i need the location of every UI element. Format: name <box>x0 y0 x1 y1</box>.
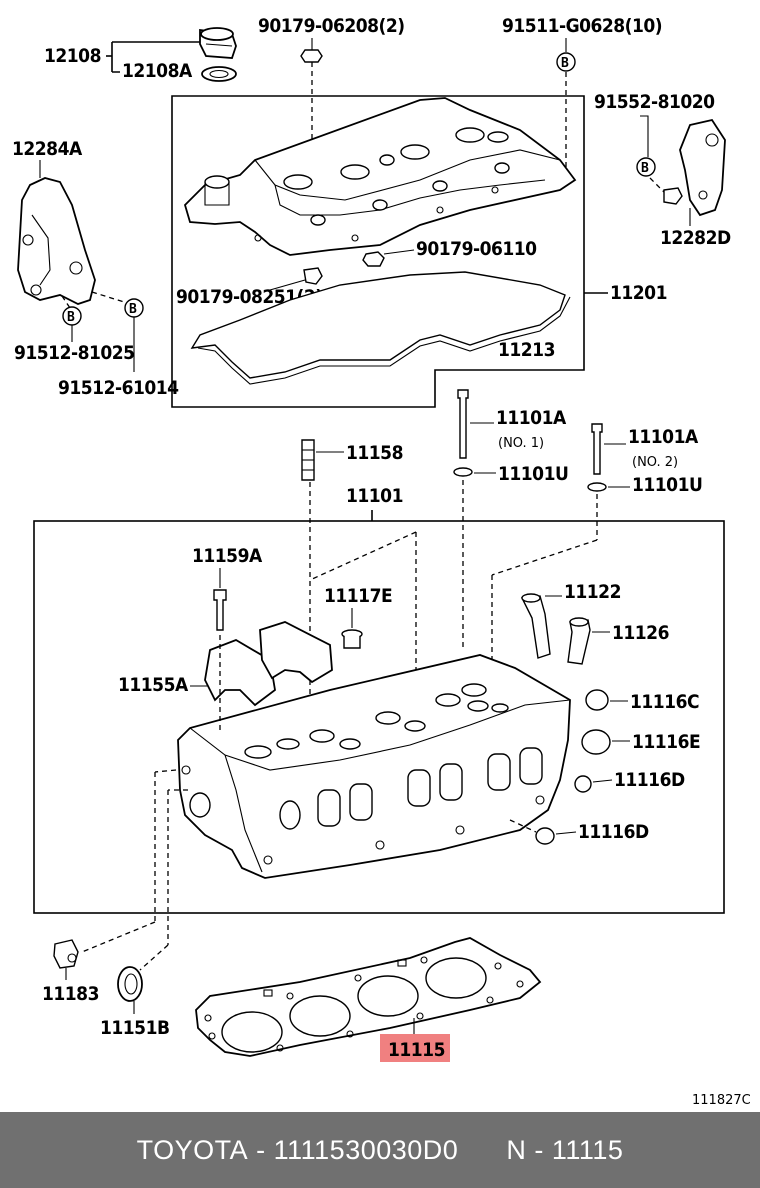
cylinder-head-frame <box>33 520 725 914</box>
label-11115: 11115 <box>388 1039 445 1061</box>
nut-90179-06110[interactable] <box>362 251 385 267</box>
footer-part-number: 1111530030D0 <box>273 1134 459 1165</box>
label-12108: 12108 <box>44 45 101 67</box>
bolt-b-marker-2[interactable] <box>636 157 656 177</box>
label-11101A-no2: 11101A <box>628 426 699 448</box>
label-11115-highlight <box>380 1034 450 1062</box>
label-11159A: 11159A <box>192 545 263 567</box>
cylinder-head-cover[interactable] <box>183 97 577 256</box>
oil-seal-11151B[interactable] <box>117 966 143 1002</box>
plug-11116C[interactable] <box>585 689 609 711</box>
label-11116D-2: 11116D <box>578 821 649 843</box>
label-11151B: 11151B <box>100 1017 170 1039</box>
oil-filler-cap[interactable] <box>199 27 237 59</box>
label-11101U-2: 11101U <box>632 474 702 496</box>
cover-group-frame <box>171 95 585 408</box>
footer-ref-number: 11115 <box>551 1134 624 1165</box>
plug-11116D-1[interactable] <box>574 775 592 793</box>
filler-cap-gasket[interactable] <box>201 66 237 82</box>
label-12108A: 12108A <box>122 60 193 82</box>
svg-text:B: B <box>129 302 137 317</box>
cylinder-head[interactable] <box>177 654 571 879</box>
label-12284A: 12284A <box>12 138 83 160</box>
label-11158: 11158 <box>346 442 403 464</box>
washer-11101U-1[interactable] <box>453 467 473 477</box>
label-11116E: 11116E <box>632 731 700 753</box>
label-11183: 11183 <box>42 983 99 1005</box>
svg-text:B: B <box>641 161 649 176</box>
engine-hanger-12284A[interactable] <box>17 177 96 305</box>
label-11201: 11201 <box>610 282 667 304</box>
label-no1: (NO. 1) <box>498 436 544 451</box>
camshaft-bearing-cap-1[interactable] <box>204 639 276 707</box>
part-11183[interactable] <box>53 939 79 969</box>
diagram-code: 111827C <box>692 1093 751 1108</box>
cylinder-head-gasket[interactable] <box>195 937 542 1057</box>
label-11117E: 11117E <box>324 585 392 607</box>
head-bolt-no1[interactable] <box>457 389 469 459</box>
footer-brand: TOYOTA <box>136 1134 249 1165</box>
valve-guide-11122[interactable] <box>520 595 551 659</box>
bolt-b-marker-1[interactable] <box>556 52 576 72</box>
label-11101A-no1: 11101A <box>496 407 567 429</box>
label-11126: 11126 <box>612 622 669 644</box>
label-11116D-1: 11116D <box>614 769 685 791</box>
camshaft-bearing-cap-2[interactable] <box>259 621 333 684</box>
label-no2: (NO. 2) <box>632 455 678 470</box>
nut-90179-08251[interactable] <box>303 267 323 285</box>
label-91511-G0628: 91511-G0628(10) <box>502 15 662 37</box>
washer-11101U-2[interactable] <box>587 482 607 492</box>
engine-hanger-12282D[interactable] <box>679 118 726 217</box>
label-11101U-1: 11101U <box>498 463 568 485</box>
part-number-footer: TOYOTA - 1111530030D0 N - 11115 <box>0 1112 760 1188</box>
label-91552-81020: 91552-81020 <box>594 91 715 113</box>
nut-90179-06208[interactable] <box>300 49 323 63</box>
plug-11116E[interactable] <box>581 729 611 755</box>
label-90179-06208: 90179-06208(2) <box>258 15 405 37</box>
svg-text:B: B <box>67 310 75 325</box>
footer-sep-1: - <box>248 1134 274 1165</box>
valve-guide-11126[interactable] <box>567 619 591 665</box>
label-91512-61014: 91512-61014 <box>58 377 179 399</box>
valve-cover-gasket[interactable] <box>190 271 566 379</box>
label-11213: 11213 <box>498 339 555 361</box>
footer-gap <box>458 1135 506 1166</box>
label-11155A: 11155A <box>118 674 189 696</box>
label-11101: 11101 <box>346 485 403 507</box>
head-bolt-no2[interactable] <box>591 423 603 475</box>
label-11122: 11122 <box>564 581 621 603</box>
bolt-11159A[interactable] <box>213 589 227 631</box>
footer-sep-2: - <box>526 1134 552 1165</box>
label-91512-81025: 91512-81025 <box>14 342 135 364</box>
plug-11116D-2[interactable] <box>535 827 555 845</box>
label-90179-06110: 90179-06110 <box>416 238 537 260</box>
exploded-parts-diagram: 12108 12108A 90179-06208(2) 91511-G0628(… <box>12 15 751 1108</box>
label-11116C: 11116C <box>630 691 699 713</box>
footer-ref: N <box>506 1134 527 1165</box>
svg-text:B: B <box>561 56 569 71</box>
label-12282D: 12282D <box>660 227 731 249</box>
